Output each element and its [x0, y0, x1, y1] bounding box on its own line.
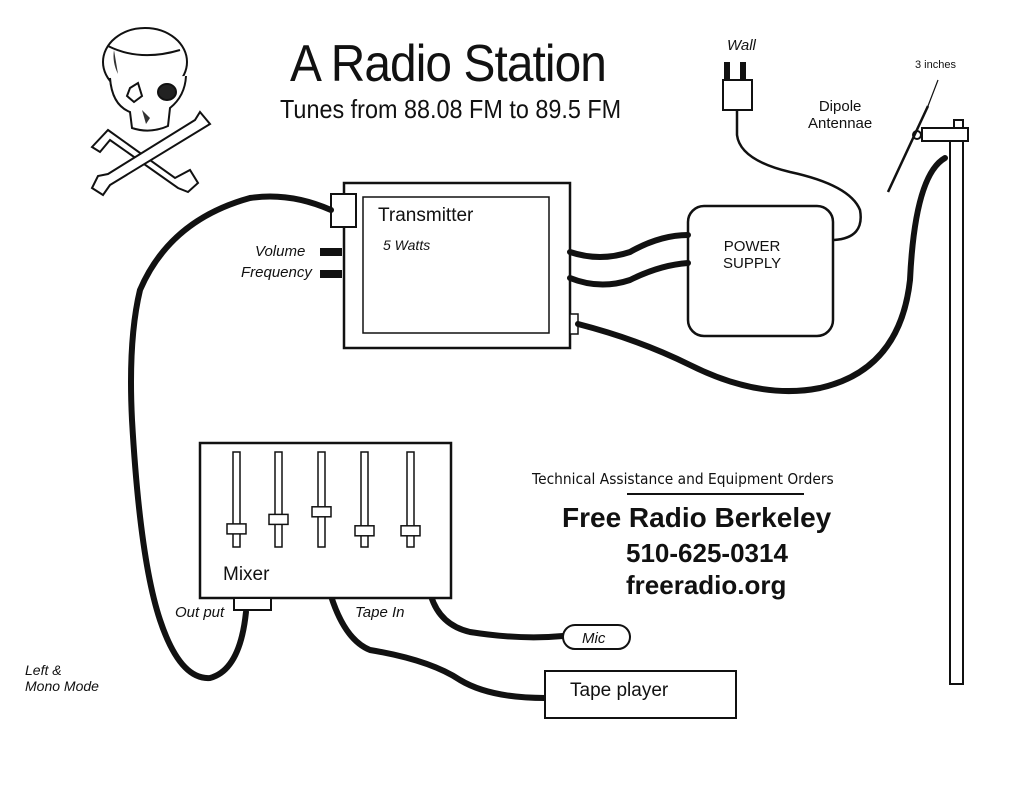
wall-power-cord [735, 110, 862, 242]
frequency-label: Frequency [241, 264, 312, 281]
transmitter-label: Transmitter [378, 205, 474, 226]
antenna-label: Dipole Antennae [808, 98, 872, 133]
contact-phone: 510-625-0314 [626, 538, 788, 568]
frequency-knob[interactable] [320, 270, 342, 278]
tape-cable [328, 593, 548, 701]
mode-note-line2: Mono Mode [25, 678, 99, 695]
mixer-slider-knob[interactable] [311, 506, 332, 518]
tape-player-box [544, 670, 737, 719]
mic-box [562, 624, 631, 650]
mixer-slider-track [360, 451, 369, 548]
wall-label: Wall [727, 37, 756, 54]
mixer-label: Mixer [223, 564, 270, 585]
tape-player-label: Tape player [570, 680, 669, 701]
mixer-tape-in-label: Tape In [355, 604, 405, 621]
antenna-length-label: 3 inches [915, 59, 956, 71]
power-supply-box [686, 204, 835, 338]
mic-label: Mic [582, 630, 606, 647]
antenna-cable [575, 155, 948, 395]
antenna-mast [912, 119, 969, 685]
dipole-pointer-line [927, 79, 939, 107]
mixer-slider-knob[interactable] [268, 513, 289, 526]
mixer-slider-track [406, 451, 415, 548]
mixer-slider-track [274, 451, 283, 548]
dipole-element [886, 105, 930, 193]
transmitter-power-label: 5 Watts [383, 237, 431, 253]
power-cable-1 [567, 232, 691, 260]
page-subtitle: Tunes from 88.08 FM to 89.5 FM [280, 94, 622, 124]
mixer-output-label: Out put [175, 604, 225, 621]
mixer-slider-knob[interactable] [226, 523, 247, 535]
transmitter-box [330, 181, 579, 350]
power-supply-label-line2: SUPPLY [723, 255, 782, 273]
wall-plug-icon [722, 62, 753, 111]
power-supply-label-line1: POWER [723, 238, 781, 255]
mixer-slider-track [317, 451, 326, 548]
organization-name: Free Radio Berkeley [562, 502, 832, 533]
volume-label: Volume [255, 243, 306, 260]
page-title: A Radio Station [290, 35, 607, 93]
power-cable-2 [567, 260, 691, 288]
antenna-label-line2: Antennae [808, 115, 873, 133]
mode-note-line1: Left & [25, 662, 62, 678]
skull-and-crossbones-icon [90, 27, 212, 197]
contact-heading: Technical Assistance and Equipment Order… [532, 470, 834, 488]
mixer-slider-knob[interactable] [354, 525, 375, 537]
mode-note: Left & Mono Mode [25, 662, 99, 694]
contact-website: freeradio.org [626, 570, 787, 600]
power-supply-label: POWER SUPPLY [723, 238, 781, 273]
antenna-label-line1: Dipole [818, 98, 862, 115]
mic-cable [428, 593, 566, 641]
audio-input-cable [128, 193, 334, 682]
mixer-slider-track [232, 451, 241, 548]
mixer-slider-knob[interactable] [400, 525, 421, 537]
volume-knob[interactable] [320, 248, 342, 256]
